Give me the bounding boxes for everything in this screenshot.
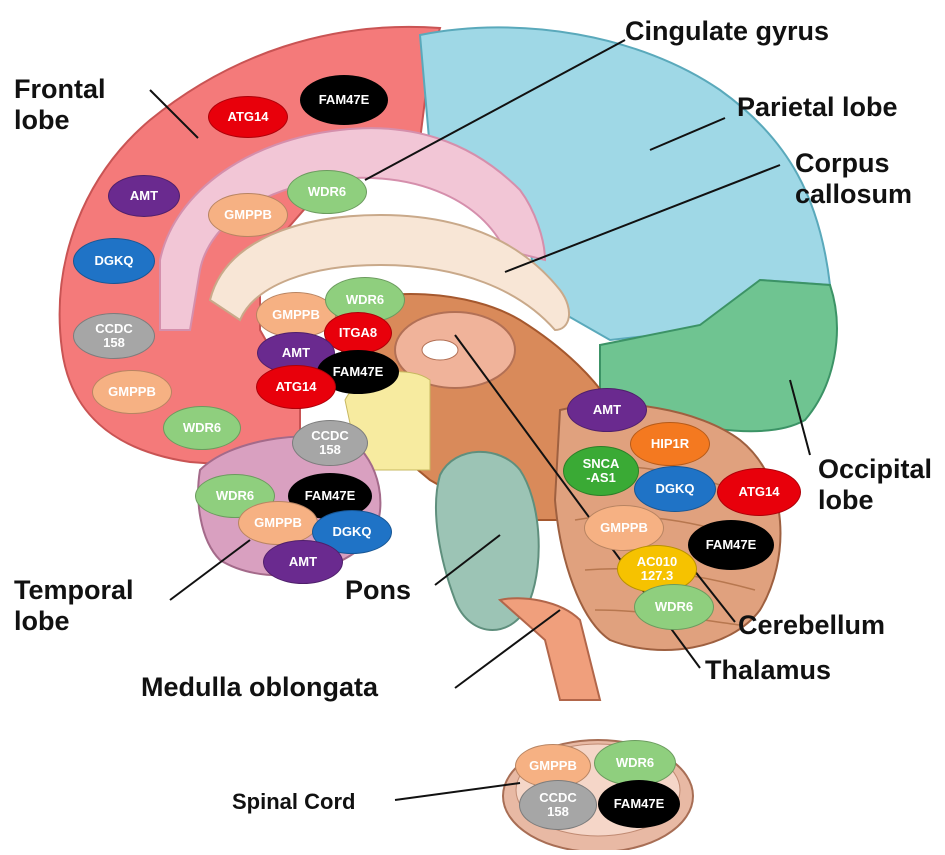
gene-badge-dgkq: DGKQ <box>73 238 155 284</box>
gene-badge-fam47e: FAM47E <box>598 780 680 828</box>
label-medulla-oblongata: Medulla oblongata <box>141 672 378 703</box>
label-cerebellum: Cerebellum <box>738 610 885 641</box>
label-occipital-lobe: Occipital lobe <box>818 454 932 516</box>
gene-badge-fam47e: FAM47E <box>300 75 388 125</box>
label-cingulate-gyrus: Cingulate gyrus <box>625 16 829 47</box>
gene-badge-ccdc: CCDC 158 <box>519 780 597 830</box>
gene-badge-amt: AMT <box>263 540 343 584</box>
gene-badge-ccdc: CCDC 158 <box>73 313 155 359</box>
gene-badge-atg14: ATG14 <box>717 468 801 516</box>
gene-badge-dgkq: DGKQ <box>634 466 716 512</box>
medulla-shape <box>500 598 600 700</box>
gene-badge-fam47e: FAM47E <box>688 520 774 570</box>
gene-badge-wdr6: WDR6 <box>287 170 367 214</box>
label-thalamus: Thalamus <box>705 655 831 686</box>
gene-badge-ccdc: CCDC 158 <box>292 420 368 466</box>
gene-badge-hip1r: HIP1R <box>630 422 710 466</box>
gene-badge-wdr6: WDR6 <box>634 584 714 630</box>
gene-badge-amt: AMT <box>567 388 647 432</box>
gene-badge-atg14: ATG14 <box>256 365 336 409</box>
label-frontal-lobe: Frontal lobe <box>14 74 106 136</box>
gene-badge-snca: SNCA -AS1 <box>563 446 639 496</box>
gene-badge-gmppb: GMPPB <box>208 193 288 237</box>
gene-badge-gmppb: GMPPB <box>584 505 664 551</box>
label-pons: Pons <box>345 575 411 606</box>
gene-badge-gmppb: GMPPB <box>92 370 172 414</box>
gene-badge-gmppb: GMPPB <box>238 501 318 545</box>
gene-badge-wdr6: WDR6 <box>163 406 241 450</box>
thalamus-inner <box>422 340 458 360</box>
label-spinal-cord: Spinal Cord <box>232 786 355 817</box>
label-temporal-lobe: Temporal lobe <box>14 575 134 637</box>
gene-badge-atg14: ATG14 <box>208 96 288 138</box>
gene-badge-amt: AMT <box>108 175 180 217</box>
label-corpus-callosum: Corpus callosum <box>795 148 912 210</box>
label-parietal-lobe: Parietal lobe <box>737 92 898 123</box>
gene-badge-itga8: ITGA8 <box>324 312 392 354</box>
